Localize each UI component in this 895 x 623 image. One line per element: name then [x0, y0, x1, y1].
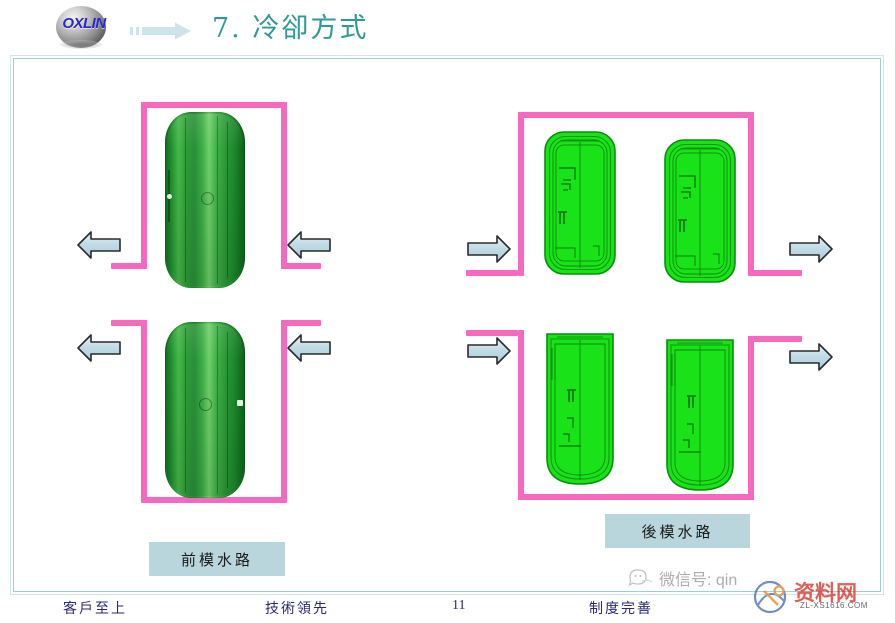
slide-header: OXLIN 7. 冷卻方式: [0, 0, 895, 55]
page-number: 11: [452, 598, 466, 613]
right-arrow-icon: [130, 22, 191, 40]
wechat-watermark-label: 微信号: qin: [659, 572, 738, 589]
company-logo: OXLIN: [48, 4, 116, 52]
brand-watermark-name: 资料网: [794, 582, 857, 605]
logo-shadow: [60, 40, 102, 49]
slide-frame: [10, 55, 884, 595]
wechat-watermark: 微信号: qin: [628, 564, 737, 592]
brand-watermark: 资料网 ZL-XS1616.COM: [748, 575, 890, 619]
brand-circle-icon: [753, 580, 787, 614]
logo-wordmark: OXLIN: [62, 15, 106, 32]
slide-footer: 客戶至上 技術領先 11 制度完善: [0, 596, 895, 623]
footer-slogan-1: 客戶至上: [63, 601, 127, 617]
footer-slogan-2: 技術領先: [265, 601, 329, 617]
chat-bubble-icon: [628, 569, 653, 587]
footer-slogan-3: 制度完善: [589, 601, 653, 617]
brand-watermark-url: ZL-XS1616.COM: [800, 601, 868, 610]
page-title: 7. 冷卻方式: [212, 13, 369, 44]
